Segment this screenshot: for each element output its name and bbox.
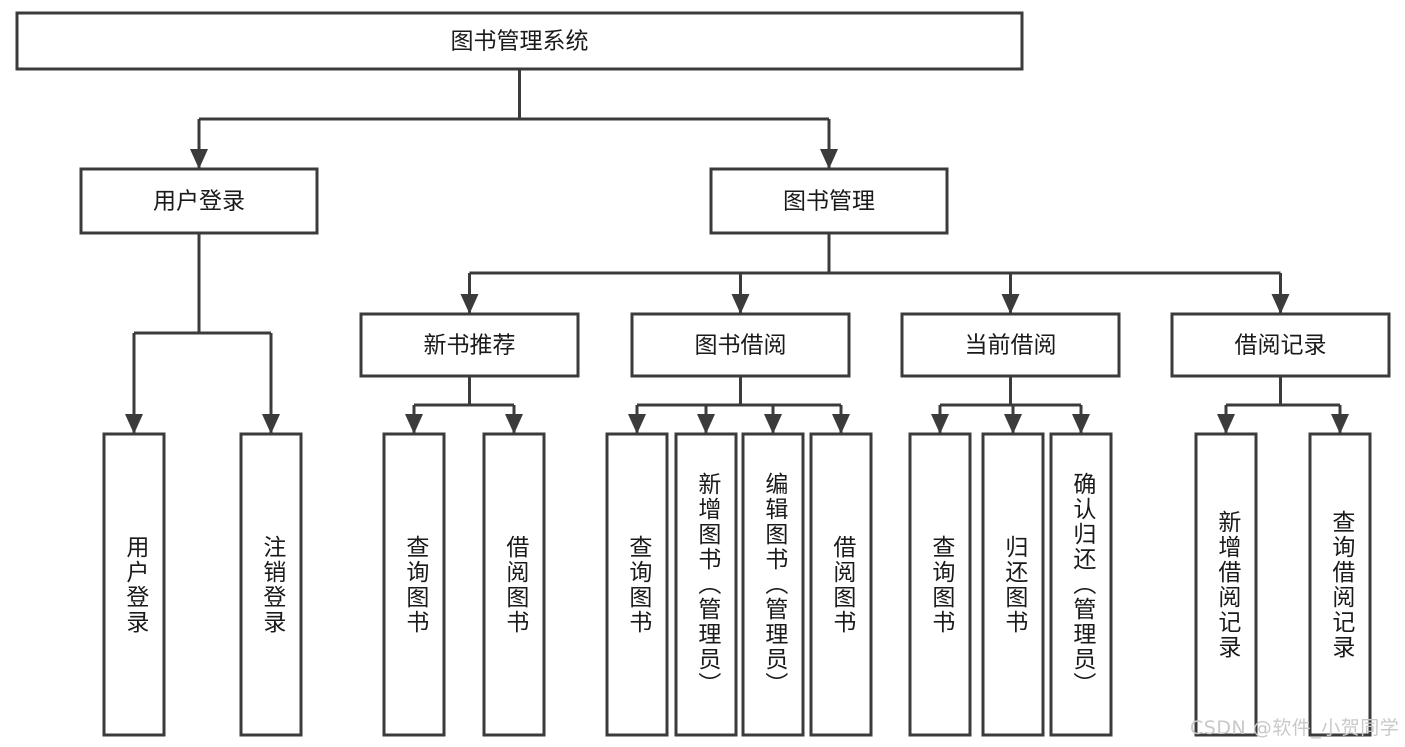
- node-box-query-book-3[interactable]: [908, 432, 972, 737]
- node-box-root[interactable]: [15, 11, 1024, 71]
- connector-arrowhead: [697, 414, 715, 434]
- connector-arrowhead: [262, 414, 280, 434]
- node-box-add-borrow-record[interactable]: [1194, 432, 1258, 737]
- node-box-return-book[interactable]: [981, 432, 1045, 737]
- node-box-confirm-return-admin[interactable]: [1049, 432, 1113, 737]
- connector-arrowhead: [628, 414, 646, 434]
- node-label-new-book-recommend: 新书推荐: [424, 333, 516, 359]
- connector-arrowhead: [1001, 294, 1020, 314]
- connector-arrowhead: [1004, 414, 1022, 434]
- node-label-book-borrow: 图书借阅: [695, 333, 787, 359]
- node-box-user-login-leaf[interactable]: [102, 432, 166, 737]
- node-box-borrow-book-2[interactable]: [809, 432, 873, 737]
- node-box-book-borrow[interactable]: [630, 312, 851, 378]
- connector-arrowhead: [190, 149, 208, 169]
- connector-arrowhead: [1331, 414, 1349, 434]
- node-box-add-book-admin[interactable]: [674, 432, 738, 737]
- node-box-edit-book-admin[interactable]: [741, 432, 805, 737]
- node-box-query-borrow-record[interactable]: [1308, 432, 1372, 737]
- node-label-root: 图书管理系统: [451, 29, 589, 55]
- node-box-borrow-record[interactable]: [1170, 312, 1391, 378]
- csdn-watermark: CSDN @软件_小贺同学: [1190, 717, 1400, 739]
- node-label-user-login: 用户登录: [153, 189, 245, 215]
- node-box-user-login[interactable]: [79, 167, 319, 235]
- connector-arrowhead: [1217, 414, 1235, 434]
- connector-arrowhead: [764, 414, 782, 434]
- connector-arrowhead: [125, 414, 143, 434]
- connector-arrowhead: [505, 414, 523, 434]
- node-box-query-book-2[interactable]: [605, 432, 669, 737]
- connector-arrowhead: [820, 149, 838, 169]
- connector-arrowhead: [1072, 414, 1090, 434]
- node-box-query-book-1[interactable]: [382, 432, 446, 737]
- node-box-logout-leaf[interactable]: [239, 432, 303, 737]
- connector-layer: [125, 69, 1349, 434]
- connector-arrowhead: [731, 294, 750, 314]
- node-box-new-book-recommend[interactable]: [359, 312, 580, 378]
- node-box-book-management[interactable]: [709, 167, 949, 235]
- node-box-borrow-book-1[interactable]: [482, 432, 546, 737]
- node-label-current-borrow: 当前借阅: [965, 333, 1057, 359]
- connector-arrowhead: [405, 414, 423, 434]
- node-label-borrow-record: 借阅记录: [1235, 333, 1327, 359]
- node-box-layer: [15, 11, 1391, 737]
- node-box-current-borrow[interactable]: [900, 312, 1121, 378]
- connector-arrowhead: [1271, 294, 1290, 314]
- connector-arrowhead: [460, 294, 479, 314]
- connector-arrowhead: [931, 414, 949, 434]
- node-label-book-management: 图书管理: [783, 189, 875, 215]
- connector-arrowhead: [832, 414, 850, 434]
